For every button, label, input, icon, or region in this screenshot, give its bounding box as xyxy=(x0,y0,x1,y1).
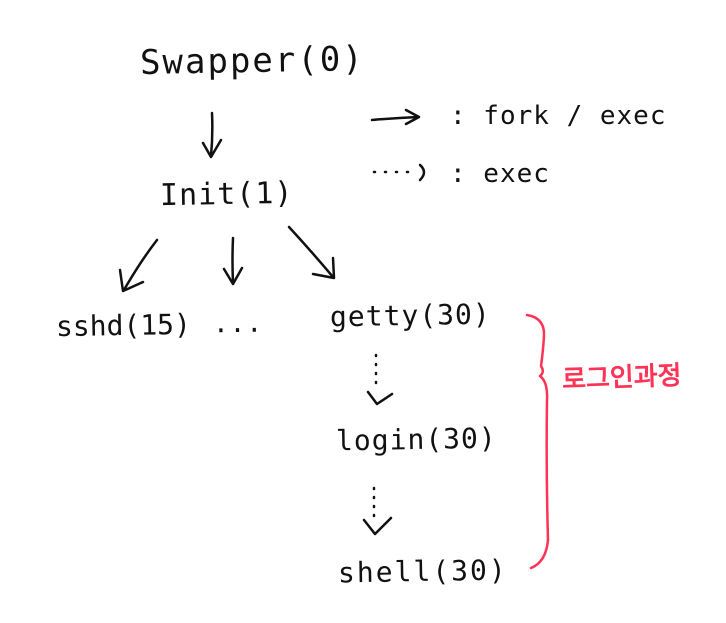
arrow-swapper-to-init xyxy=(201,111,223,159)
node-getty: getty(30) xyxy=(329,297,491,334)
node-sshd: sshd(15) xyxy=(55,307,192,344)
dotted-arrow-login-to-shell xyxy=(362,486,393,536)
login-process-label: 로그인과정 xyxy=(561,360,683,396)
legend-solid-arrow xyxy=(370,108,421,126)
login-process-brace xyxy=(525,313,550,570)
node-login: login(30) xyxy=(335,421,497,458)
legend-dotted-label: : exec xyxy=(450,159,550,189)
arrow-init-to-getty xyxy=(287,225,336,280)
node-swapper: Swapper(0) xyxy=(139,39,366,83)
dotted-arrow-getty-to-login xyxy=(366,353,394,406)
legend-solid-label: : fork / exec xyxy=(450,101,667,131)
node-ellipsis: ... xyxy=(212,308,264,340)
legend-dotted-arrow xyxy=(372,163,426,182)
node-init: Init(1) xyxy=(159,175,294,214)
node-shell: shell(30) xyxy=(337,553,508,590)
arrow-init-to-ellipsis xyxy=(222,236,244,286)
arrow-init-to-sshd xyxy=(118,238,159,293)
